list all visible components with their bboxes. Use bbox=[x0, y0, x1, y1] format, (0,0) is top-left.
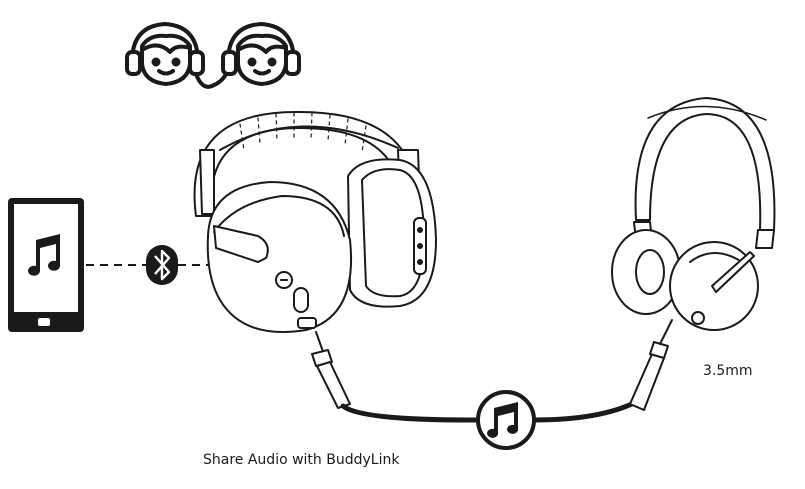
buddy-face-right bbox=[221, 22, 301, 86]
audio-cable bbox=[311, 319, 673, 450]
cable-music-icon bbox=[476, 390, 536, 450]
cable-size-label: 3.5mm bbox=[703, 363, 753, 379]
buddy-link-cord bbox=[194, 72, 228, 89]
phone-icon bbox=[8, 198, 84, 332]
diagram-caption: Share Audio with BuddyLink bbox=[203, 452, 400, 468]
on-ear-headphones bbox=[611, 97, 776, 331]
buddy-face-left bbox=[125, 22, 205, 86]
music-note-icon bbox=[28, 234, 60, 276]
buddies-icon bbox=[125, 22, 301, 89]
bluetooth-icon bbox=[146, 245, 178, 285]
over-ear-headphones bbox=[193, 110, 437, 333]
